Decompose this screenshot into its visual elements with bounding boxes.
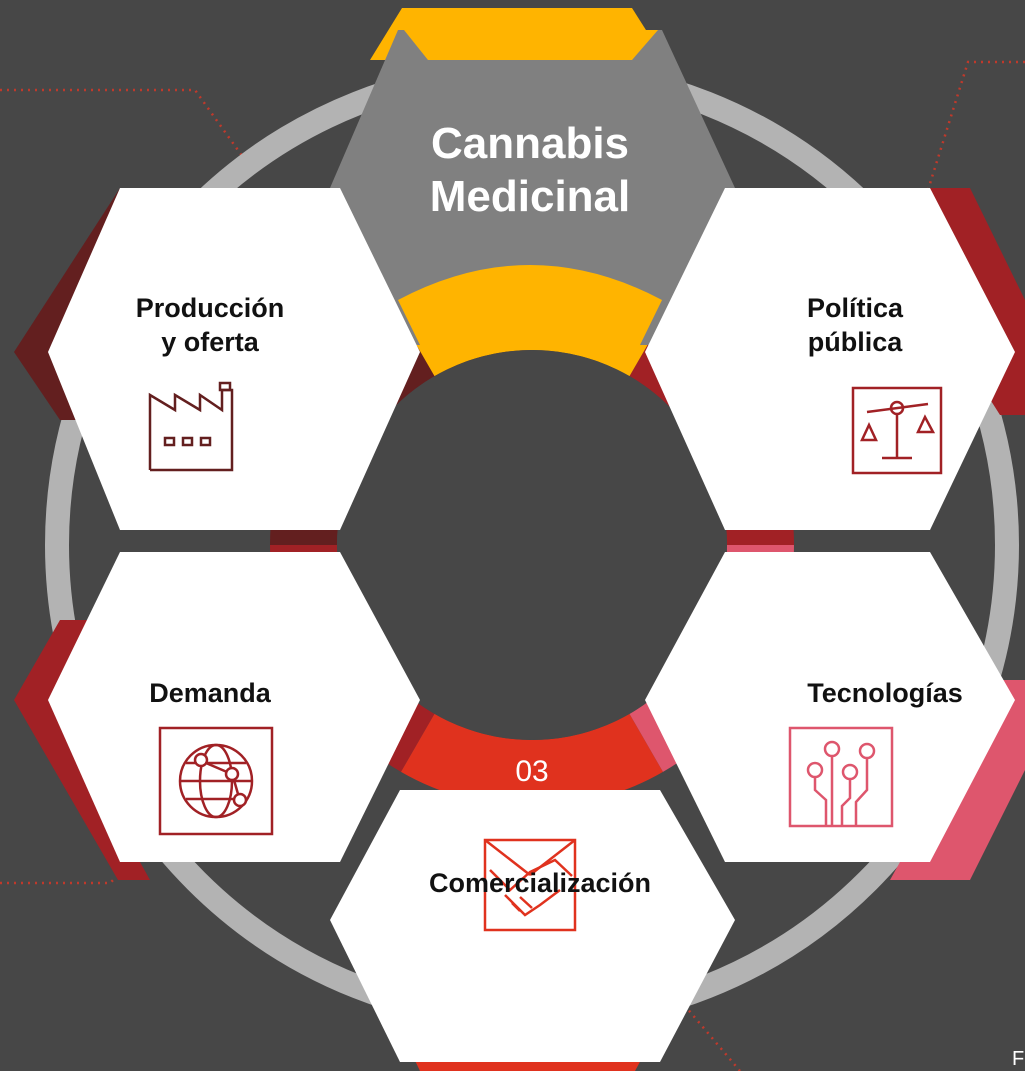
segment-number-04: 04 — [720, 641, 754, 674]
center-accent-top — [404, 30, 658, 60]
handshake-icon — [483, 838, 577, 932]
segment-number-03: 03 — [515, 755, 549, 788]
segment-label-comercializacion: Comercialización — [428, 868, 652, 898]
wedge-03 — [401, 713, 663, 808]
dotted-line-bottom — [679, 999, 741, 1071]
segment-label-demanda: Demanda — [149, 678, 271, 708]
circuit-icon — [788, 726, 894, 828]
hex-02[interactable] — [48, 552, 420, 862]
tab-02 — [14, 620, 150, 880]
segment-label-tecnologias: Tecnologías — [807, 678, 963, 708]
hex-05[interactable] — [645, 188, 1015, 530]
center-accent-bottom — [398, 265, 662, 345]
hex-03[interactable] — [330, 790, 735, 1062]
factory-icon — [148, 381, 234, 472]
segment-number-05: 05 — [719, 407, 753, 440]
hexagons — [48, 30, 1015, 1062]
dotted-connectors — [0, 60, 1025, 1071]
globe-network-icon — [158, 726, 274, 836]
hex-center — [330, 30, 735, 345]
tab-01 — [14, 188, 160, 420]
dotted-line-bottom-left — [0, 844, 151, 885]
dotted-line-top-right — [926, 60, 1025, 191]
dotted-line-top-left — [0, 88, 247, 161]
segment-label-produccion: Producción y oferta — [135, 293, 285, 357]
hex-04[interactable] — [645, 552, 1015, 862]
segment-number-01: 01 — [315, 407, 349, 440]
hex-01[interactable] — [48, 188, 420, 530]
balance-scale-icon — [851, 386, 943, 475]
segment-label-politica: Política pública — [806, 293, 904, 357]
inner-hole — [337, 350, 727, 740]
corner-text: F — [1012, 1048, 1025, 1070]
segment-number-02: 02 — [311, 641, 345, 674]
center-title: Cannabis Medicinal — [429, 119, 631, 221]
